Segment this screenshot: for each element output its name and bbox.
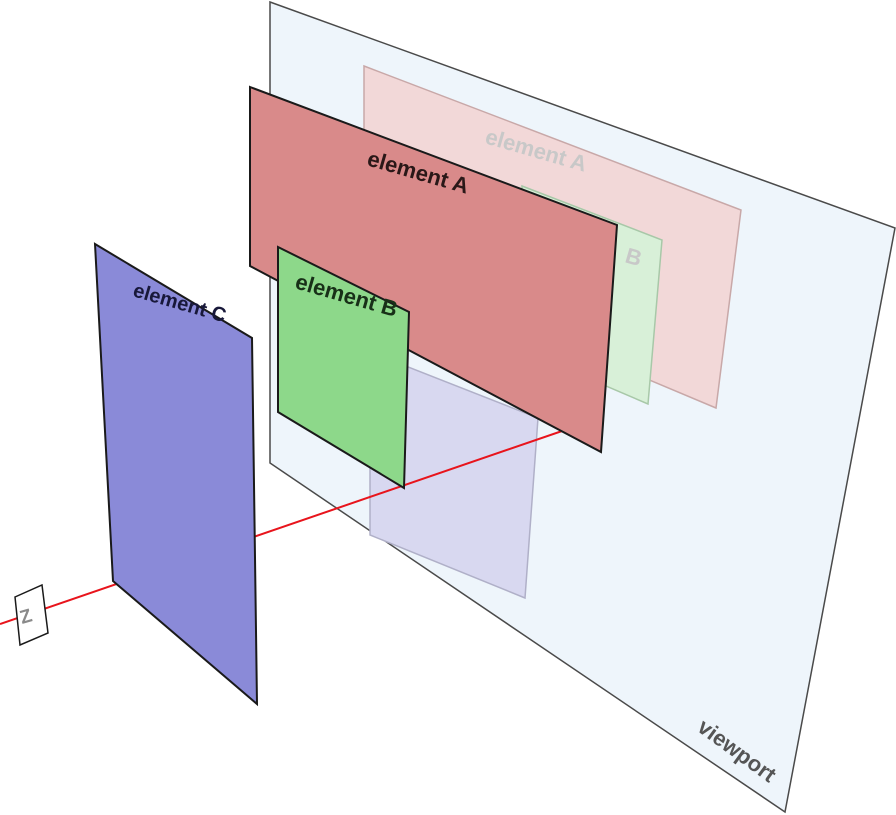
element-c	[93, 242, 259, 707]
element-b	[277, 245, 411, 490]
z-axis-line	[0, 417, 601, 625]
element-a	[249, 85, 619, 454]
projected-element-b-label: B	[623, 243, 645, 271]
z-axis-marker: Z	[14, 583, 49, 647]
projected-element-c	[369, 350, 539, 600]
